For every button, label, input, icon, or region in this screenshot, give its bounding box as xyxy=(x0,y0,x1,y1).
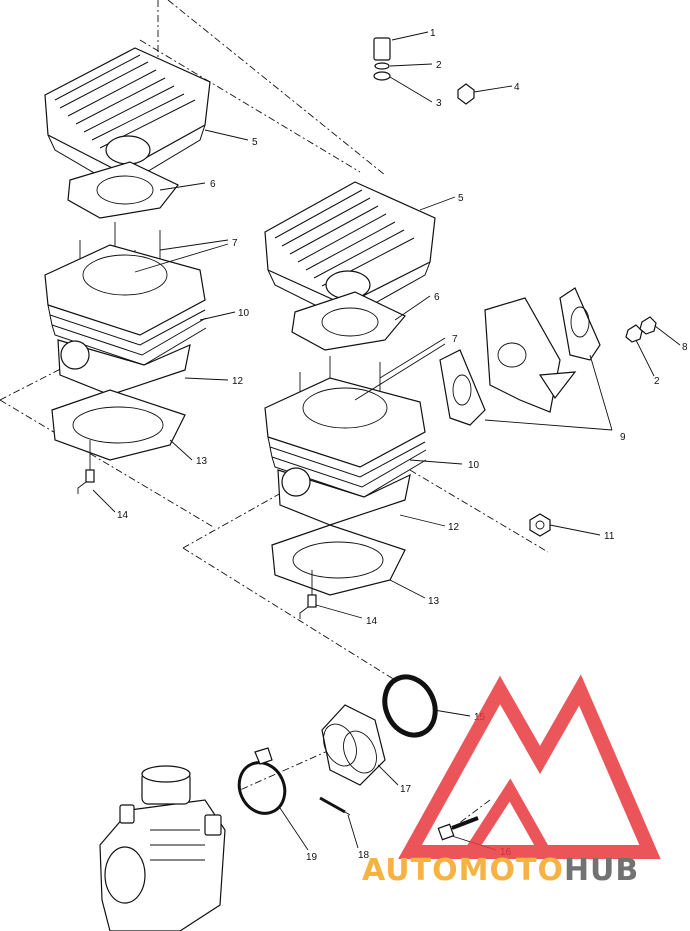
svg-text:AUTOMOTOHUB: AUTOMOTOHUB xyxy=(362,853,639,888)
nut-11 xyxy=(529,513,551,537)
callout-6-right: 6 xyxy=(434,292,440,303)
watermark-text-automoto: AUTOMOTO xyxy=(362,853,564,888)
callout-12-right: 12 xyxy=(448,522,460,533)
o-ring xyxy=(382,674,438,738)
callout-7-left: 7 xyxy=(232,238,238,249)
callout-3: 3 xyxy=(436,98,442,109)
cylinder-left xyxy=(44,222,207,396)
callout-17: 17 xyxy=(400,784,412,795)
callout-2-right: 2 xyxy=(654,376,660,387)
cylinder-right xyxy=(264,356,427,526)
callout-18: 18 xyxy=(358,850,370,861)
exhaust-gaskets xyxy=(439,287,657,426)
callout-19: 19 xyxy=(306,852,318,863)
bolt-16 xyxy=(437,816,479,841)
callout-5-right: 5 xyxy=(458,193,464,204)
callout-13-right: 13 xyxy=(428,596,440,607)
callout-10-right: 10 xyxy=(468,460,480,471)
callout-4: 4 xyxy=(514,82,520,93)
callout-5-left: 5 xyxy=(252,137,258,148)
callout-1: 1 xyxy=(430,28,436,39)
screw-18 xyxy=(319,796,351,816)
watermark-logo-icon xyxy=(398,674,661,859)
watermark-text-hub: HUB xyxy=(564,853,639,888)
hose-clamp xyxy=(237,747,287,815)
intake-adapter xyxy=(321,704,386,786)
callout-9: 9 xyxy=(620,432,626,443)
base-gasket-right xyxy=(271,524,406,596)
callout-12-left: 12 xyxy=(232,376,244,387)
callout-11: 11 xyxy=(604,531,615,542)
head-gasket-right xyxy=(291,291,406,351)
callout-10-left: 10 xyxy=(238,308,250,319)
bleed-screw-left xyxy=(77,440,95,494)
callout-6-left: 6 xyxy=(210,179,216,190)
carburetor xyxy=(99,765,226,931)
base-gasket-left xyxy=(51,389,186,461)
leader-lines xyxy=(92,31,681,851)
callout-14-right: 14 xyxy=(366,616,378,627)
nut-stack xyxy=(373,37,475,105)
head-gasket-left xyxy=(67,161,179,219)
watermark: AUTOMOTOHUB xyxy=(362,674,661,888)
callout-7-right: 7 xyxy=(452,334,458,345)
bleed-screw-right xyxy=(299,570,317,619)
callout-14-left: 14 xyxy=(117,510,129,521)
callout-8: 8 xyxy=(682,342,688,353)
callout-13-left: 13 xyxy=(196,456,208,467)
callout-2: 2 xyxy=(436,60,442,71)
